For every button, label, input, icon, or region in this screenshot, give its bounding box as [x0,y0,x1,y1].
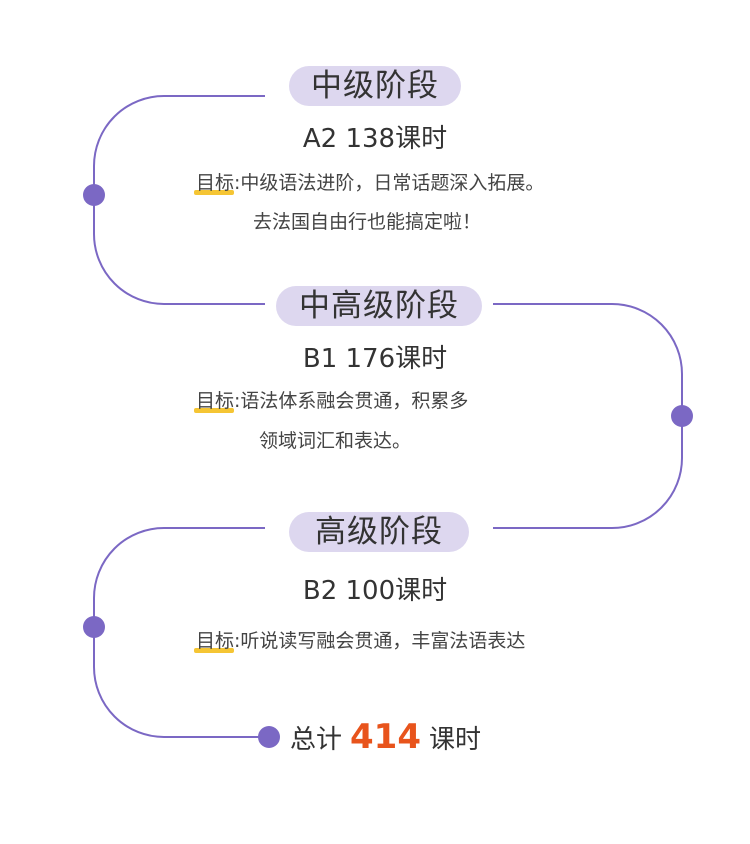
goal-separator: : [234,390,241,412]
goal-text: 语法体系融会贯通，积累多 [240,390,469,412]
stage-hours: A2 138课时 [302,124,448,154]
goal-text-continued: 去法国自由行也能搞定啦！ [253,211,482,233]
goal-label: 目标 [193,626,235,653]
goal-text: 中级语法进阶，日常话题深入拓展。 [240,172,545,194]
goal-text: 听说读写融会贯通，丰富法语表达 [240,630,526,652]
total-suffix: 课时 [429,725,482,755]
total-number: 414 [350,717,421,757]
stage-title: 中高级阶段 [299,288,459,324]
timeline-dot [83,616,105,638]
goal-label: 目标 [193,386,235,413]
timeline-dot [671,405,693,427]
stage-title: 高级阶段 [315,514,443,550]
stage-goal: 目标:中级语法进阶，日常话题深入拓展。 [193,168,545,195]
stage-title-pill: 高级阶段 [289,512,469,552]
timeline-dot [258,726,280,748]
total-prefix: 总计 [290,725,343,755]
stage-title-pill: 中级阶段 [289,66,461,106]
goal-label: 目标 [193,168,235,195]
stage-goal: 目标:语法体系融会贯通，积累多 [193,386,469,413]
timeline-dot [83,184,105,206]
stage-title-pill: 中高级阶段 [276,286,482,326]
goal-separator: : [234,630,241,652]
stage-hours: B2 100课时 [302,576,448,606]
stage-goal: 目标:听说读写融会贯通，丰富法语表达 [193,626,526,653]
goal-text-continued: 领域词汇和表达。 [259,430,412,452]
stage-hours: B1 176课时 [302,344,448,374]
goal-separator: : [234,172,241,194]
stage-title: 中级阶段 [311,68,439,104]
